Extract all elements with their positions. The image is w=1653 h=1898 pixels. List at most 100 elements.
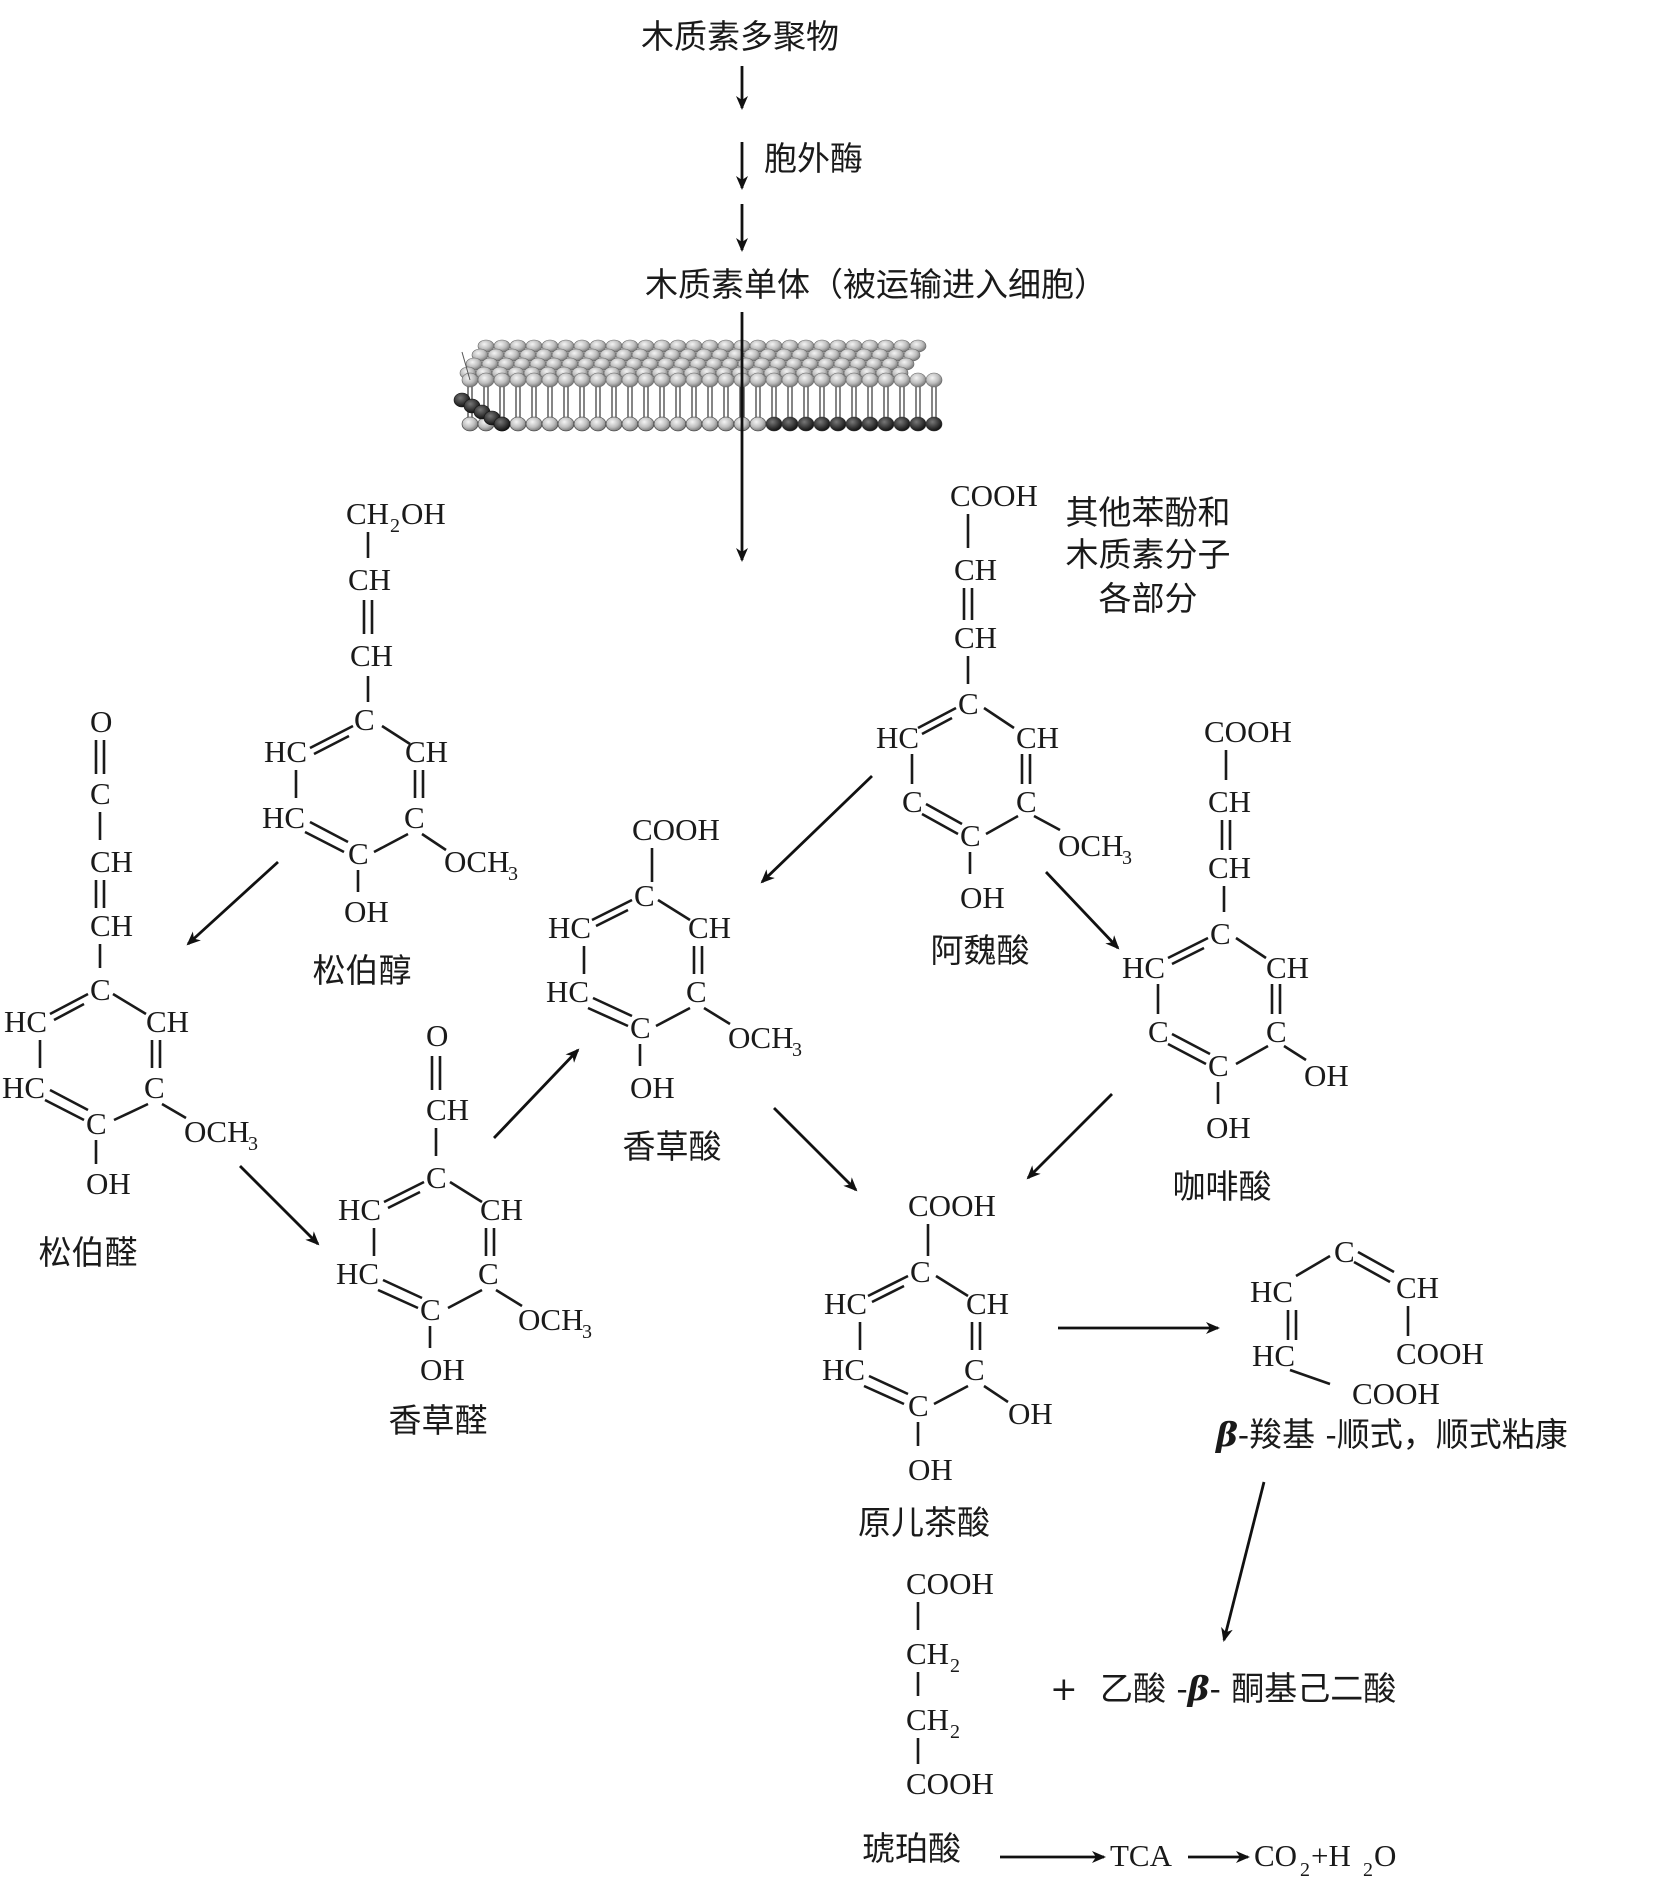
- coniferyl-aldehyde-label: 松伯醛: [39, 1233, 138, 1272]
- svg-text:HC: HC: [4, 1004, 47, 1039]
- svg-text:CH: CH: [688, 910, 731, 945]
- arrow-vanillin-to-vanillic: [492, 1048, 580, 1139]
- svg-text:CH: CH: [1266, 950, 1309, 985]
- svg-text:CH: CH: [954, 552, 997, 587]
- svg-text:C: C: [634, 878, 655, 913]
- side-note-line-1: 其他苯酚和: [1066, 493, 1231, 532]
- acetyl-pre-text: 乙酸 -: [1100, 1669, 1188, 1708]
- svg-text:C: C: [478, 1256, 499, 1291]
- svg-text:HC: HC: [876, 720, 919, 755]
- o-text: O: [1374, 1838, 1396, 1873]
- svg-text:C: C: [90, 972, 111, 1007]
- svg-text:CH: CH: [405, 734, 448, 769]
- svg-text:C: C: [908, 1388, 929, 1423]
- caffeic-acid-label: 咖啡酸: [1173, 1167, 1272, 1206]
- svg-text:OCH: OCH: [444, 844, 509, 879]
- vanillin-label: 香草醛: [389, 1401, 488, 1440]
- svg-text:HC: HC: [338, 1192, 381, 1227]
- svg-text:2: 2: [390, 515, 400, 537]
- svg-text:C: C: [686, 974, 707, 1009]
- caffeic-acid-structure: COOH CH CH C HC CH C C C OH OH: [1122, 714, 1349, 1145]
- svg-text:OH: OH: [630, 1070, 675, 1105]
- coniferyl-alcohol-label: 松伯醇: [313, 951, 412, 990]
- svg-text:CH: CH: [90, 844, 133, 879]
- svg-text:C: C: [910, 1254, 931, 1289]
- svg-text:COOH: COOH: [906, 1566, 994, 1601]
- svg-text:COOH: COOH: [1352, 1376, 1440, 1411]
- svg-text:OCH: OCH: [728, 1020, 793, 1055]
- svg-text:HC: HC: [548, 910, 591, 945]
- svg-text:CH: CH: [426, 1092, 469, 1127]
- protocatechuic-acid-label: 原儿茶酸: [858, 1503, 990, 1542]
- svg-text:HC: HC: [1250, 1274, 1293, 1309]
- svg-text:HC: HC: [262, 800, 305, 835]
- extracellular-enzyme-label: 胞外酶: [764, 139, 863, 178]
- svg-text:C: C: [86, 1106, 107, 1141]
- svg-text:CH: CH: [146, 1004, 189, 1039]
- svg-text:OH: OH: [1008, 1396, 1053, 1431]
- svg-text:CH: CH: [346, 496, 389, 531]
- co2-h2o-label: CO 2 +H 2 O: [1254, 1838, 1396, 1881]
- arrow-caffeic-to-protocatechuic: [1026, 1093, 1113, 1180]
- svg-text:C: C: [1148, 1014, 1169, 1049]
- svg-text:HC: HC: [822, 1352, 865, 1387]
- side-note-line-2: 木质素分子: [1066, 535, 1231, 574]
- arrow-ferulic-to-caffeic: [1044, 871, 1120, 950]
- svg-text:COOH: COOH: [1204, 714, 1292, 749]
- svg-text:O: O: [90, 704, 112, 739]
- arrow-aldehyde-to-vanillin: [239, 1165, 320, 1246]
- svg-text:C: C: [960, 818, 981, 853]
- svg-text:HC: HC: [264, 734, 307, 769]
- svg-text:C: C: [964, 1352, 985, 1387]
- arrow-vanillic-to-protocatechuic: [773, 1107, 858, 1192]
- svg-text:COOH: COOH: [632, 812, 720, 847]
- side-note-line-3: 各部分: [1099, 579, 1198, 618]
- svg-text:HC: HC: [546, 974, 589, 1009]
- svg-text:3: 3: [792, 1039, 802, 1061]
- svg-text:CH: CH: [1208, 784, 1251, 819]
- co2-subscript: 2: [1300, 1859, 1310, 1881]
- arrow-ferulic-to-vanillic: [760, 774, 873, 884]
- plus-sign: +: [1050, 1669, 1078, 1708]
- svg-text:C: C: [90, 776, 111, 811]
- lignin-polymer-label: 木质素多聚物: [641, 17, 839, 56]
- h2o-subscript: 2: [1363, 1859, 1373, 1881]
- tca-label: TCA: [1110, 1838, 1173, 1873]
- carboxy-muconate-structure: C HC CH HC COOH COOH: [1250, 1234, 1484, 1411]
- svg-text:3: 3: [248, 1133, 258, 1155]
- svg-text:O: O: [426, 1018, 448, 1053]
- svg-text:3: 3: [1122, 847, 1132, 869]
- svg-text:COOH: COOH: [1396, 1336, 1484, 1371]
- svg-text:CH: CH: [480, 1192, 523, 1227]
- svg-text:OCH: OCH: [184, 1114, 249, 1149]
- svg-text:OH: OH: [1206, 1110, 1251, 1145]
- svg-text:OH: OH: [420, 1352, 465, 1387]
- svg-text:HC: HC: [1252, 1338, 1295, 1373]
- svg-text:C: C: [958, 686, 979, 721]
- succinic-acid-label: 琥珀酸: [862, 1829, 961, 1868]
- protocatechuic-acid-structure: COOH C HC CH HC C C OH OH: [822, 1188, 1053, 1487]
- svg-text:C: C: [1334, 1234, 1355, 1269]
- svg-text:β-羧基 -顺式，顺式粘康: β-羧基 -顺式，顺式粘康: [1214, 1415, 1568, 1454]
- svg-text:OH: OH: [344, 894, 389, 929]
- svg-text:CH: CH: [348, 562, 391, 597]
- svg-text:2: 2: [950, 1655, 960, 1677]
- lignin-monomer-label: 木质素单体（被运输进入细胞）: [645, 265, 1107, 304]
- ferulic-acid-label: 阿魏酸: [931, 931, 1030, 970]
- beta-symbol: β: [1214, 1415, 1238, 1454]
- vanillic-acid-label: 香草酸: [623, 1127, 722, 1166]
- svg-text:HC: HC: [2, 1070, 45, 1105]
- svg-text:OCH: OCH: [518, 1302, 583, 1337]
- svg-text:2: 2: [950, 1721, 960, 1743]
- svg-text:HC: HC: [824, 1286, 867, 1321]
- svg-text:C: C: [420, 1292, 441, 1327]
- svg-text:C: C: [1266, 1014, 1287, 1049]
- svg-text:CH: CH: [1396, 1270, 1439, 1305]
- acetyl-ketoadipate-label: 乙酸 -β- 酮基己二酸: [1100, 1669, 1396, 1708]
- svg-text:COOH: COOH: [950, 478, 1038, 513]
